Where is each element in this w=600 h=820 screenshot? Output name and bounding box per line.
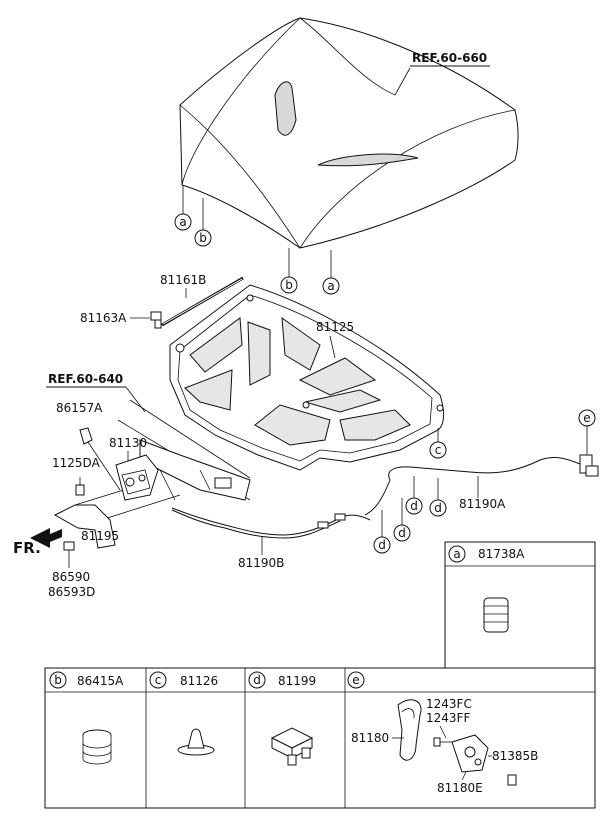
svg-text:d: d: [410, 499, 418, 513]
legend-box-e: e 81180 1243FC 1243FF 81385B 81180E: [347, 671, 538, 795]
legend-box-a: a 81738A: [444, 541, 596, 669]
front-direction-arrow: [30, 528, 62, 548]
callout-b-hood-left: b: [194, 198, 212, 247]
svg-text:e: e: [352, 673, 359, 687]
label-86590: 86590: [52, 570, 90, 584]
hood-stay-rod: [161, 276, 244, 327]
callout-d-cable-4: d: [373, 510, 391, 554]
svg-text:a: a: [179, 215, 186, 229]
legend-bottom-row: [44, 667, 596, 809]
callout-d-cable-3: d: [393, 498, 411, 542]
front-direction-label: FR.: [13, 539, 41, 557]
callout-d-cable-2: d: [429, 478, 447, 517]
legend-a-part-number: 81738A: [478, 547, 525, 561]
latch-guide-bracket: [53, 504, 116, 549]
legend-e-81180e: 81180E: [437, 781, 483, 795]
legend-d-part-number: 81199: [278, 674, 316, 688]
bumper-86415a: [82, 729, 112, 765]
cable-clip-81199: [270, 727, 314, 766]
rubber-stopper-81738a: [483, 597, 509, 633]
legend-box-d: d 81199: [248, 671, 316, 766]
legend-b-part-number: 86415A: [77, 674, 124, 688]
callout-d-cable-1: d: [405, 476, 423, 515]
hood-release-cable-81190b: [171, 507, 371, 539]
release-handle-bracket-81180e: [451, 734, 489, 773]
svg-text:d: d: [378, 538, 386, 552]
hood-latch-assembly: [115, 454, 159, 501]
label-86157a: 86157A: [56, 401, 103, 415]
legend-e-1243ff: 1243FF: [426, 711, 470, 725]
label-81125: 81125: [316, 320, 354, 334]
fastener-81385b: [507, 774, 517, 786]
svg-text:b: b: [285, 278, 293, 292]
label-81190a: 81190A: [459, 497, 506, 511]
release-handle-81180: [397, 699, 422, 761]
label-1125da: 1125DA: [52, 456, 101, 470]
legend-e-81385b: 81385B: [492, 749, 538, 763]
label-81195: 81195: [81, 529, 119, 543]
callout-c-inner-panel: c: [429, 428, 447, 459]
legend-box-c: c 81126: [149, 671, 218, 756]
svg-text:a: a: [327, 279, 334, 293]
label-86593d: 86593D: [48, 585, 95, 599]
label-81190b: 81190B: [238, 556, 284, 570]
callout-a-hood-bottom: a: [322, 250, 340, 295]
callout-b-hood-bottom: b: [280, 248, 298, 294]
screw-1243: [433, 737, 452, 747]
hood-release-cable-81190a: [364, 456, 581, 516]
hood-bumper: [79, 427, 121, 491]
svg-text:e: e: [583, 411, 590, 425]
callout-e-cable: e: [578, 409, 596, 455]
callout-a-hood-left: a: [174, 185, 192, 231]
hood-panel: [179, 17, 519, 249]
svg-text:c: c: [435, 443, 442, 457]
svg-text:d: d: [253, 673, 261, 687]
svg-text:c: c: [155, 673, 162, 687]
legend-e-81180: 81180: [351, 731, 389, 745]
latch-bolt: [75, 477, 85, 496]
stay-rod-holder: [150, 311, 162, 329]
svg-text:b: b: [199, 231, 207, 245]
svg-text:d: d: [434, 501, 442, 515]
svg-text:b: b: [54, 673, 62, 687]
label-81130: 81130: [109, 436, 147, 450]
clip-86590: [63, 541, 75, 568]
svg-text:a: a: [453, 547, 460, 561]
ref-front-label: REF.60-640: [48, 372, 123, 386]
label-81161b: 81161B: [160, 273, 206, 287]
clip-81126: [177, 728, 215, 756]
svg-text:d: d: [398, 526, 406, 540]
hood-inner-panel: [169, 284, 444, 471]
legend-e-1243fc: 1243FC: [426, 697, 472, 711]
legend-box-b: b 86415A: [49, 671, 124, 765]
cable-release-handle-e: [579, 454, 599, 477]
legend-c-part-number: 81126: [180, 674, 218, 688]
label-81163a: 81163A: [80, 311, 127, 325]
ref-hood-label: REF.60-660: [412, 51, 487, 65]
